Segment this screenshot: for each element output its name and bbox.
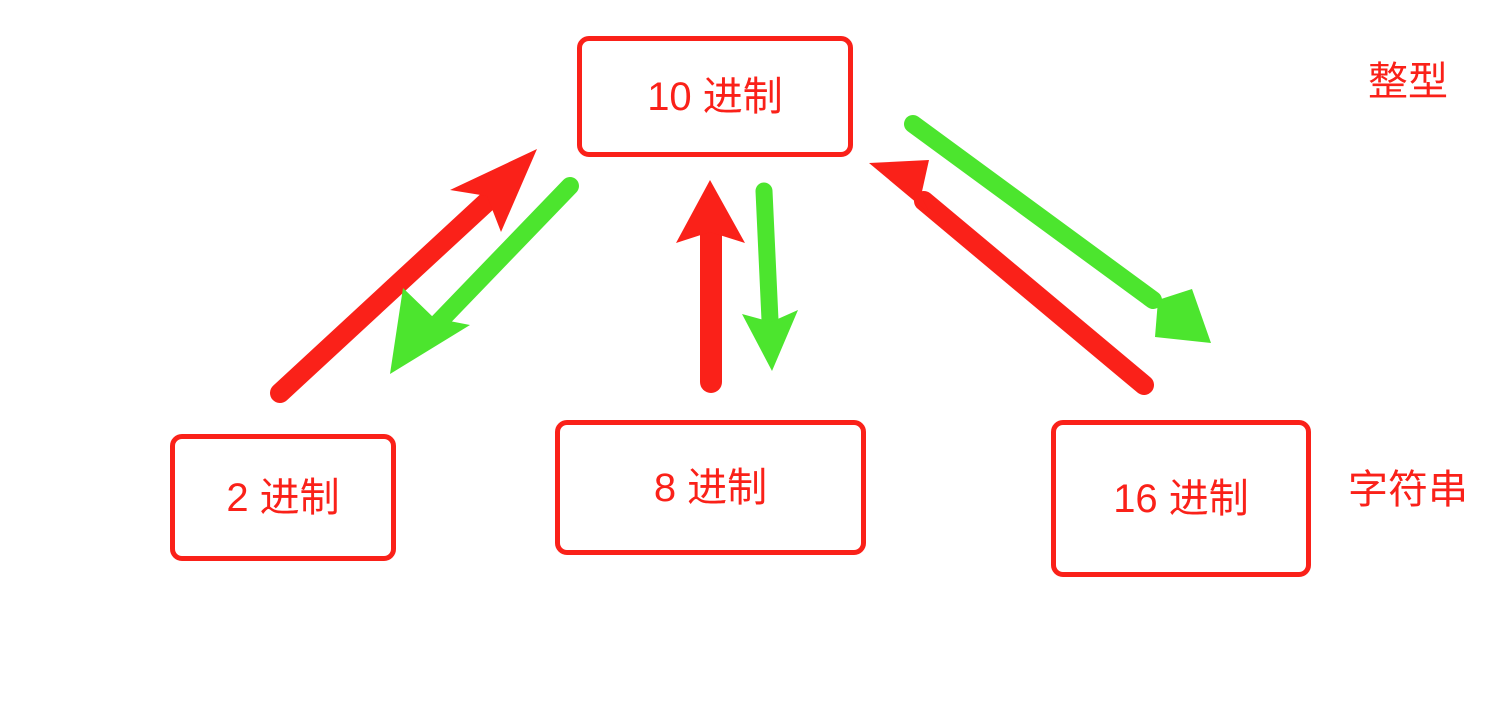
side-label-integer-type: 整型 [1368,60,1448,104]
side-label-string-type: 字符串 [1348,468,1468,512]
node-base8[interactable]: 8 进制 [555,420,866,555]
arrow-base10-to-base8 [742,182,798,371]
node-base2[interactable]: 2 进制 [170,434,396,561]
arrow-base16-to-base10 [869,160,1154,395]
node-base2-label: 2 进制 [226,475,340,520]
arrow-base10-to-base2 [390,177,579,374]
node-base10-label: 10 进制 [647,74,783,119]
node-base10[interactable]: 10 进制 [577,36,853,157]
arrow-base2-to-base10 [270,149,537,403]
node-base16[interactable]: 16 进制 [1051,420,1311,577]
node-base8-label: 8 进制 [653,465,768,510]
arrow-base10-to-base16 [904,115,1211,343]
node-base16-label: 16 进制 [1113,476,1249,521]
arrow-base8-to-base10 [676,180,745,393]
